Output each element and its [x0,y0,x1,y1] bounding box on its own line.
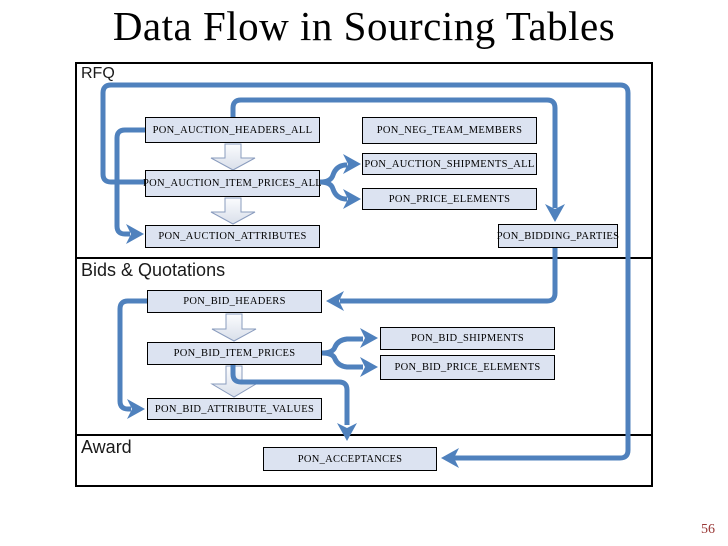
node-pon-bid-item-prices: PON_BID_ITEM_PRICES [147,342,322,365]
section-award-label: Award [81,437,132,457]
slide-title: Data Flow in Sourcing Tables [112,3,616,49]
node-pon-neg-team-members: PON_NEG_TEAM_MEMBERS [362,117,537,144]
section-rfq-label: RFQ [81,65,115,82]
node-pon-auction-shipments-all: PON_AUCTION_SHIPMENTS_ALL [362,153,537,175]
node-pon-bid-shipments: PON_BID_SHIPMENTS [380,327,555,350]
node-pon-acceptances: PON_ACCEPTANCES [263,447,437,471]
section-bids-label: Bids & Quotations [81,260,226,280]
node-pon-price-elements: PON_PRICE_ELEMENTS [362,188,537,210]
node-pon-bid-price-elements: PON_BID_PRICE_ELEMENTS [380,355,555,380]
page-number: 56 [701,522,715,537]
node-pon-auction-item-prices-all: PON_AUCTION_ITEM_PRICES_ALL [143,170,322,197]
node-pon-auction-attributes: PON_AUCTION_ATTRIBUTES [145,225,320,248]
node-pon-bidding-parties: PON_BIDDING_PARTIES [497,224,619,248]
node-pon-auction-headers-all: PON_AUCTION_HEADERS_ALL [145,117,320,143]
node-pon-bid-attribute-values: PON_BID_ATTRIBUTE_VALUES [147,398,322,420]
node-pon-bid-headers: PON_BID_HEADERS [147,290,322,313]
